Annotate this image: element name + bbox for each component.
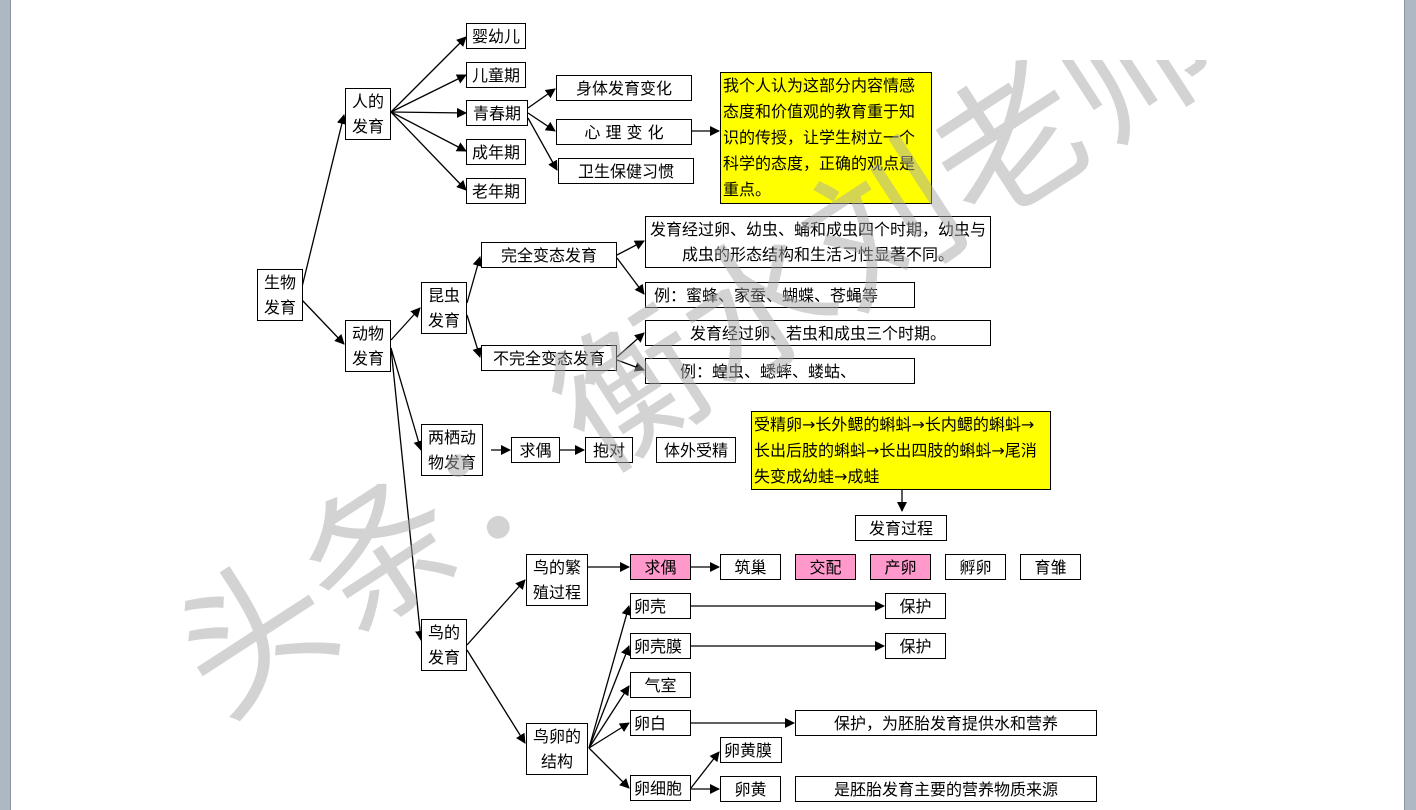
node-complete-metamorphosis-desc: 发育经过卵、幼虫、蛹和成虫四个时期，幼虫与成虫的形态结构和生活习性显著不同。 — [645, 216, 991, 268]
node-amplexus: 抱对 — [585, 437, 633, 463]
node-line: 两栖动 — [427, 428, 476, 447]
window-frame-right — [1404, 0, 1416, 810]
node-external-fertilization: 体外受精 — [656, 437, 736, 463]
node-hygiene-habits: 卫生保健习惯 — [558, 158, 694, 184]
step-egg-laying: 产卵 — [870, 554, 931, 580]
node-complete-metamorphosis-example: 例：蜜蜂、家蚕、蝴蝶、苍蝇等 — [645, 282, 915, 308]
node-line: 生物 — [263, 273, 296, 292]
node-line: 发育 — [351, 349, 384, 368]
teacher-comment-note: 我个人认为这部分内容情感态度和价值观的教育重于知识的传授，让学生树立一个科学的态… — [720, 72, 932, 204]
node-line: 殖过程 — [532, 583, 581, 602]
node-line: 动物 — [351, 324, 384, 343]
node-amphibian-development: 两栖动 物发育 — [421, 424, 483, 476]
window-frame-left — [0, 0, 11, 810]
fn-yolk: 是胚胎发育主要的营养物质来源 — [795, 776, 1097, 802]
part-air-cell: 气室 — [630, 672, 691, 698]
node-puberty: 青春期 — [466, 100, 528, 126]
part-egg-cell: 卵细胞 — [630, 775, 691, 801]
node-incomplete-metamorphosis: 不完全变态发育 — [481, 345, 617, 371]
node-development-process-label: 发育过程 — [855, 515, 947, 541]
node-complete-metamorphosis: 完全变态发育 — [481, 242, 617, 268]
step-courtship: 求偶 — [630, 554, 691, 580]
node-line: 发育 — [263, 298, 296, 317]
step-nest-building: 筑巢 — [720, 554, 781, 580]
node-bird-reproduction: 鸟的繁 殖过程 — [526, 554, 588, 606]
part-albumen: 卵白 — [630, 710, 691, 736]
node-adulthood: 成年期 — [466, 139, 526, 165]
node-human-development: 人的 发育 — [345, 88, 391, 140]
node-line: 鸟的繁 — [532, 558, 581, 577]
frog-development-process: 受精卵→长外鳃的蝌蚪→长内鳃的蝌蚪→长出后肢的蝌蚪→长出四肢的蝌蚪→尾消失变成幼… — [751, 411, 1051, 490]
fn-eggshell-protection: 保护 — [885, 593, 946, 619]
step-mating: 交配 — [795, 554, 856, 580]
connector-lines — [301, 36, 907, 794]
node-line: 昆虫 — [427, 286, 460, 305]
node-incomplete-metamorphosis-example: 例：蝗虫、蟋蟀、蝼蛄、 — [645, 358, 915, 384]
fn-membrane-protection: 保护 — [885, 633, 946, 659]
node-line: 结构 — [540, 752, 573, 771]
node-line: 鸟的 — [427, 623, 460, 642]
node-insect-development: 昆虫 发育 — [421, 282, 467, 334]
node-psychological-changes: 心 理 变 化 — [556, 119, 692, 145]
step-incubation: 孵卵 — [945, 554, 1006, 580]
part-vitelline-membrane: 卵黄膜 — [720, 737, 782, 763]
node-courtship: 求偶 — [511, 437, 560, 463]
node-old-age: 老年期 — [466, 178, 526, 204]
node-line: 发育 — [351, 117, 384, 136]
node-biology-development: 生物 发育 — [257, 269, 303, 321]
part-eggshell: 卵壳 — [630, 593, 691, 619]
node-egg-structure: 鸟卵的 结构 — [526, 723, 588, 775]
node-infancy: 婴幼儿 — [466, 23, 526, 49]
node-line: 物发育 — [427, 453, 476, 472]
step-chick-rearing: 育雏 — [1020, 554, 1081, 580]
document-canvas: 生物 发育 人的 发育 婴幼儿 儿童期 青春期 成年期 老年期 身体发育变化 心… — [11, 0, 1403, 810]
node-line: 发育 — [427, 648, 460, 667]
part-shell-membrane: 卵壳膜 — [630, 633, 691, 659]
node-incomplete-metamorphosis-desc: 发育经过卵、若虫和成虫三个时期。 — [645, 320, 991, 346]
node-line: 发育 — [427, 311, 460, 330]
node-animal-development: 动物 发育 — [345, 320, 391, 372]
node-childhood: 儿童期 — [466, 62, 526, 88]
node-line: 鸟卵的 — [532, 727, 581, 746]
node-line: 人的 — [351, 92, 384, 111]
part-yolk: 卵黄 — [720, 776, 781, 802]
node-bird-development: 鸟的 发育 — [421, 619, 467, 671]
fn-albumen: 保护，为胚胎发育提供水和营养 — [795, 710, 1097, 736]
node-body-changes: 身体发育变化 — [556, 75, 692, 101]
